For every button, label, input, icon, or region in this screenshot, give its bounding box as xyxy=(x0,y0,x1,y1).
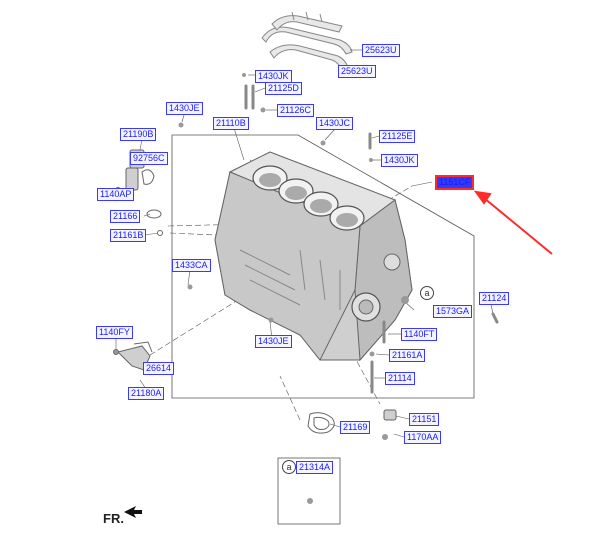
label-1170aa[interactable]: 1170AA xyxy=(404,431,442,444)
label-21126c[interactable]: 21126C xyxy=(277,104,314,117)
label-1430je-top[interactable]: 1430JE xyxy=(166,102,203,115)
oil-jet-icon xyxy=(113,341,153,371)
label-21114[interactable]: 21114 xyxy=(385,372,415,385)
label-21161b[interactable]: 21161B xyxy=(110,229,147,242)
label-21125d[interactable]: 21125D xyxy=(265,82,302,95)
label-1151cf-highlighted[interactable]: 1151CF xyxy=(435,175,475,190)
gasket-icon xyxy=(307,412,335,434)
label-21169[interactable]: 21169 xyxy=(340,421,371,434)
sub-part-box xyxy=(277,457,341,525)
label-21166[interactable]: 21166 xyxy=(110,210,141,223)
marker-a-main: a xyxy=(420,286,434,300)
assembly-boundary xyxy=(171,134,475,399)
label-21180a[interactable]: 21180A xyxy=(128,387,165,400)
bearing-shells-icon xyxy=(261,11,353,71)
label-1140ft[interactable]: 1140FT xyxy=(401,328,438,341)
label-1140ap[interactable]: 1140AP xyxy=(97,188,135,201)
o-ring-icon xyxy=(146,209,163,236)
label-1433ca[interactable]: 1433CA xyxy=(172,259,211,272)
label-21124[interactable]: 21124 xyxy=(479,292,510,305)
label-26614[interactable]: 26614 xyxy=(143,362,175,375)
highlight-arrow xyxy=(473,190,553,255)
label-21161a[interactable]: 21161A xyxy=(389,349,426,362)
bolt-icon xyxy=(370,312,499,394)
label-1430jc[interactable]: 1430JC xyxy=(316,117,354,130)
label-25623u-upper[interactable]: 25623U xyxy=(362,44,400,57)
label-21314a[interactable]: 21314A xyxy=(296,461,334,474)
label-1573ga[interactable]: 1573GA xyxy=(433,305,473,318)
label-92756c[interactable]: 92756C xyxy=(130,152,168,165)
label-1430jk-mid[interactable]: 1430JK xyxy=(381,154,418,167)
front-arrow-icon xyxy=(124,506,142,518)
label-21110b[interactable]: 21110B xyxy=(213,117,249,130)
label-1430je-bottom[interactable]: 1430JE xyxy=(255,335,292,348)
label-21190b[interactable]: 21190B xyxy=(120,128,157,141)
plug-icon xyxy=(383,409,397,421)
label-1140fy[interactable]: 1140FY xyxy=(96,326,133,339)
front-orientation-label: FR. xyxy=(103,511,124,526)
marker-a-sub: a xyxy=(282,460,296,474)
dowel-pins-icon xyxy=(244,84,372,150)
label-21125e[interactable]: 21125E xyxy=(379,130,416,143)
label-25623u-lower[interactable]: 25623U xyxy=(338,65,376,78)
label-21151[interactable]: 21151 xyxy=(409,413,440,426)
